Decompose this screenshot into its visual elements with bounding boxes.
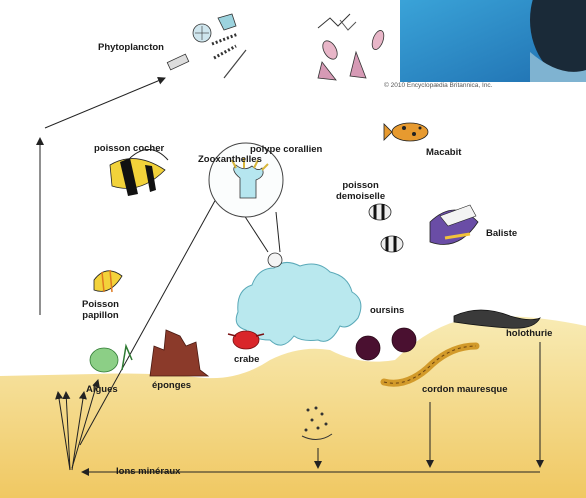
label-zooxanthelles: Zooxanthelles	[198, 154, 262, 165]
poisson-cocher-fish	[110, 149, 168, 196]
label-baliste: Baliste	[486, 228, 517, 239]
label-algues: Algues	[86, 384, 118, 395]
phytoplancton-cluster	[167, 14, 246, 78]
label-polype-corallien: polype corallien	[250, 144, 322, 155]
label-phytoplancton: Phytoplancton	[98, 42, 164, 53]
macabit-fish	[384, 123, 428, 141]
label-macabit: Macabit	[426, 147, 461, 158]
seabed	[0, 316, 586, 498]
corner-photo	[400, 0, 586, 82]
label-poisson-papillon: Poisson papillon	[82, 299, 119, 321]
zooplancton-cluster	[318, 14, 386, 80]
poisson-papillon-fish	[94, 270, 122, 292]
poisson-demoiselle-fish	[369, 204, 403, 252]
label-oursins: oursins	[370, 305, 404, 316]
coral-colony	[236, 253, 361, 345]
polyp-connector-left	[242, 212, 268, 252]
label-crabe: crabe	[234, 354, 259, 365]
label-holothurie: holothurie	[506, 328, 552, 339]
label-poisson-cocher: poisson cocher	[94, 143, 164, 154]
label-cordon-mauresque: cordon mauresque	[422, 384, 508, 395]
algues-plant	[90, 346, 132, 372]
eponges-sponge	[150, 330, 208, 376]
label-poisson-demoiselle: poisson demoiselle	[336, 180, 385, 202]
label-eponges: éponges	[152, 380, 191, 391]
baliste-fish	[430, 205, 478, 245]
label-ions-mineraux: Ions minéraux	[116, 466, 180, 477]
copyright-credit: © 2010 Encyclopædia Britannica, Inc.	[384, 82, 493, 89]
polyp-connector-right	[276, 212, 280, 252]
arrow-to-phytoplancton	[45, 78, 165, 128]
